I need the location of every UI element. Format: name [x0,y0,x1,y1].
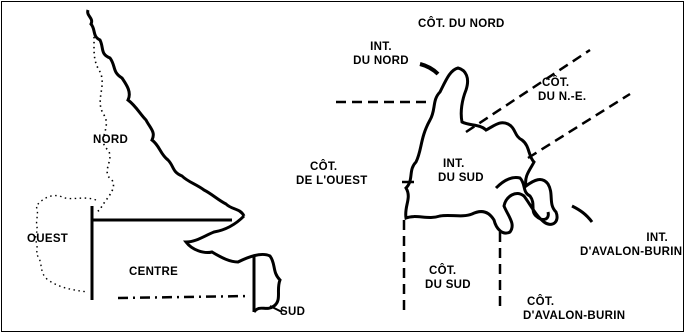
labrador-coast [86,9,246,217]
region-label-cot-avalon-burin: CÔT. D'AVALON-BURIN [523,295,625,323]
region-label-centre: CENTRE [129,266,179,278]
int-avalon-line1: INT. [646,232,668,244]
int-du-sud-line1: INT. [443,158,465,170]
region-label-cot-du-ne: CÔT. DU N.-E. [538,76,586,104]
cot-du-sud-line2: DU SUD [425,279,471,291]
region-label-ouest: OUEST [27,233,69,245]
border-centre-sud [117,294,251,300]
island-east-coast [182,214,282,314]
cot-du-ne-line1: CÔT. [542,77,570,89]
region-label-nord: NORD [93,134,129,146]
island-outline [404,66,559,235]
region-label-int-du-nord: INT. DU NORD [346,40,416,68]
avalon-pointer [571,204,594,223]
int-du-nord-line2: DU NORD [353,55,409,67]
region-label-cot-du-nord: CÔT. DU NORD [418,18,505,30]
int-du-sud-line2: DU SUD [438,172,484,184]
avalon-inner [494,176,550,221]
cot-de-louest-line2: DE L'OUEST [296,175,368,187]
cot-avalon-line1: CÔT. [527,296,555,308]
ne-diagonal-lower [527,92,631,160]
region-label-int-avalon-burin: INT. D'AVALON-BURIN [580,231,682,259]
cot-de-louest-line1: CÔT. [310,161,338,173]
sud-pointer [269,305,283,313]
int-nord-pointer [419,62,440,76]
labrador-boundary-dotted [91,21,115,213]
cot-du-sud-line1: CÔT. [429,265,457,277]
int-avalon-line2: D'AVALON-BURIN [580,246,683,258]
ne-diagonal-upper [465,48,591,134]
cot-avalon-line2: D'AVALON-BURIN [523,310,626,322]
int-du-nord-line1: INT. [370,41,392,53]
region-label-cot-de-louest: CÔT. DE L'OUEST [296,160,388,188]
cot-du-ne-line2: DU N.-E. [538,91,587,103]
region-label-cot-du-sud: CÔT. DU SUD [425,264,471,292]
region-label-sud: SUD [280,306,306,318]
region-label-int-du-sud: INT. DU SUD [438,157,484,185]
